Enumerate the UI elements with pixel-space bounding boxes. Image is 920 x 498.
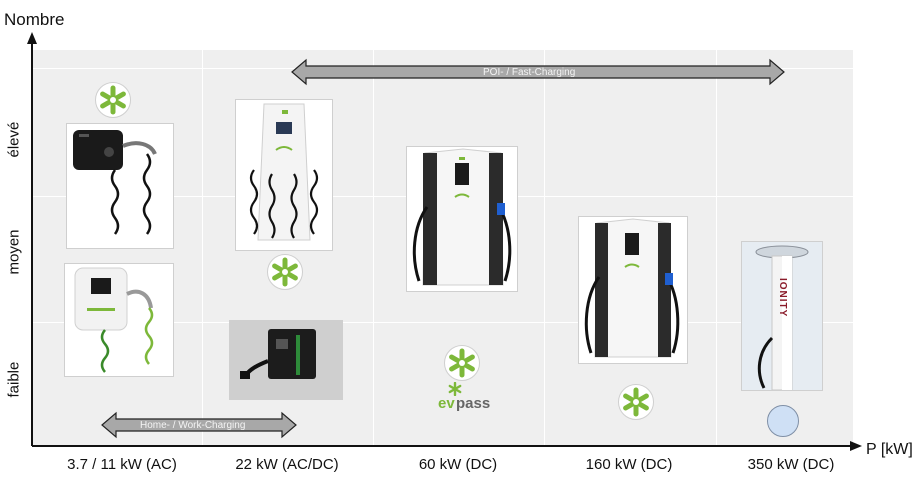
ionity-badge	[767, 405, 799, 437]
green-asterisk-badge	[618, 384, 654, 420]
grid-line	[373, 50, 374, 446]
ac-dc-pillar-image	[235, 99, 333, 251]
evpass-asterisk-icon	[448, 382, 462, 396]
asterisk-icon	[623, 387, 649, 417]
dc-160kw-charger-image	[578, 216, 688, 364]
green-asterisk-badge	[267, 254, 303, 290]
x-category-label: 350 kW (DC)	[747, 456, 835, 473]
x-axis-title: P [kW]	[866, 441, 913, 458]
grid-line	[544, 50, 545, 446]
evpass-suffix: pass	[456, 395, 491, 412]
home-range-label: Home- / Work-Charging	[140, 420, 246, 431]
asterisk-icon	[100, 85, 126, 115]
evpass-prefix: ev	[438, 395, 455, 412]
y-axis-arrowhead	[27, 32, 37, 44]
white-wallbox-image	[64, 263, 174, 377]
y-level-label: élevé	[5, 121, 23, 158]
y-axis-title: Nombre	[4, 10, 65, 29]
poi-range-arrow	[291, 58, 785, 86]
asterisk-icon	[272, 257, 298, 287]
dc-60kw-charger-image	[406, 146, 518, 292]
y-level-label: moyen	[5, 229, 23, 275]
x-category-label: 3.7 / 11 kW (AC)	[67, 456, 177, 473]
dark-wallbox-photo	[229, 320, 343, 400]
ionity-charger-image: IONITY	[741, 241, 823, 391]
ionity-logo-text: IONITY	[777, 278, 788, 318]
x-category-label: 160 kW (DC)	[585, 456, 673, 473]
x-axis-arrowhead	[850, 441, 862, 451]
grid-line	[202, 50, 203, 446]
grid-line	[716, 50, 717, 446]
x-category-label: 60 kW (DC)	[418, 456, 498, 473]
black-wallbox-image	[66, 123, 174, 249]
poi-range-label: POI- / Fast-Charging	[483, 67, 576, 78]
home-range-arrow	[101, 411, 297, 439]
green-asterisk-badge	[95, 82, 131, 118]
asterisk-icon	[449, 348, 475, 378]
y-level-label: faible	[5, 361, 23, 398]
grid-line	[32, 322, 853, 323]
green-asterisk-badge	[444, 345, 480, 381]
evpass-logo: ev pass	[438, 382, 494, 416]
x-category-label: 22 kW (AC/DC)	[235, 456, 339, 473]
